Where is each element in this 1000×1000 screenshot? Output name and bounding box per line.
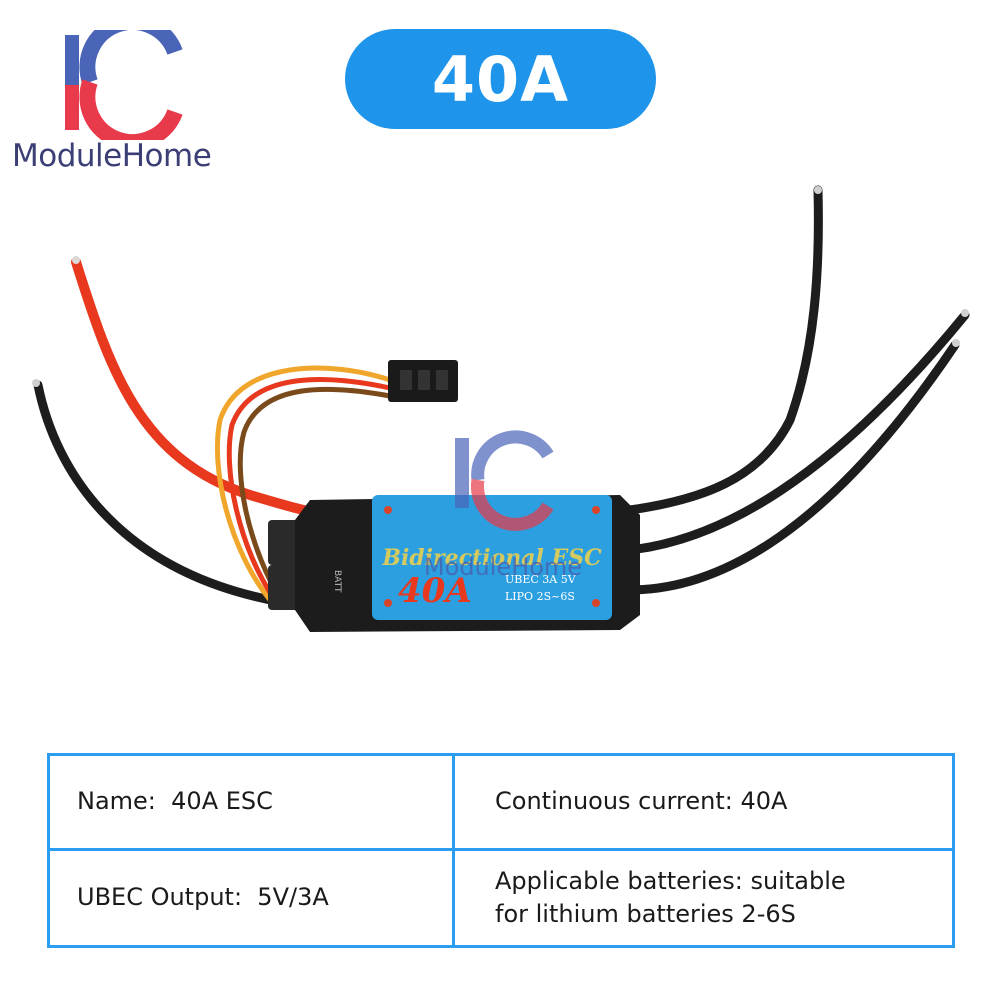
esc-label <box>372 495 612 620</box>
title-badge: 40A <box>345 29 656 129</box>
ic-logo-mark <box>65 30 183 140</box>
esc-product-image: Bidirectional ESC 40A UBEC 3A 5V LIPO 2S… <box>32 185 970 632</box>
motor-wire-1 <box>625 185 823 515</box>
esc-spec-line1: UBEC 3A 5V <box>505 573 577 586</box>
spec-table: Name: 40A ESC Continuous current: 40A UB… <box>47 753 955 948</box>
brand-logo: ModuleHome <box>10 30 230 190</box>
esc-label-big: 40A <box>398 571 472 611</box>
signal-wire-loop <box>215 365 391 602</box>
motor-wire-2 <box>625 310 970 555</box>
battery-wire-red <box>71 257 345 520</box>
brand-name: ModuleHome <box>12 138 212 174</box>
spec-name: Name: 40A ESC <box>50 756 455 851</box>
esc-spec-line2: LIPO 2S~6S <box>505 590 575 603</box>
esc-side-label: BATT <box>332 570 342 593</box>
spec-ubec: UBEC Output: 5V/3A <box>50 850 455 945</box>
esc-label-main: Bidirectional ESC <box>381 545 602 571</box>
motor-wire-3 <box>625 340 960 595</box>
spec-batteries: Applicable batteries: suitable for lithi… <box>495 866 846 928</box>
spec-current: Continuous current: 40A <box>455 756 952 851</box>
watermark-text: ModuleHome <box>424 553 582 581</box>
battery-wire-black <box>33 380 305 610</box>
title-text: 40A <box>431 42 570 116</box>
watermark: ModuleHome <box>424 430 582 581</box>
